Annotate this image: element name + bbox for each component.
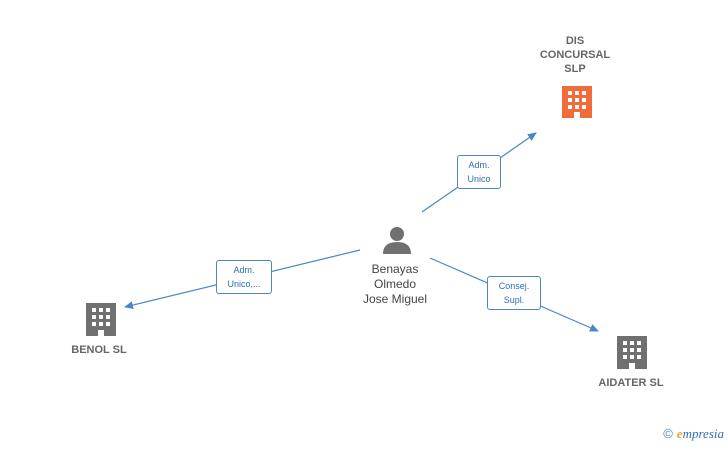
edge-aidater-line-1: Consej.	[498, 281, 530, 291]
edge-benol-line-2: Unico,...	[227, 279, 261, 289]
empresia-logo: ©empresia	[663, 426, 724, 442]
node-label-benol[interactable]: BENOL SL	[56, 343, 142, 357]
edge-label-to-aidater[interactable]: Consej. Supl.	[487, 276, 541, 310]
building-icon	[86, 303, 116, 336]
node-label-dis[interactable]: DIS CONCURSAL SLP	[522, 34, 628, 76]
edge-dis-line-2: Unico	[467, 174, 491, 184]
edge-dis-line-1: Adm.	[468, 160, 490, 170]
building-icon	[562, 86, 592, 118]
benol-line-1: BENOL SL	[71, 344, 127, 356]
person-line-1: Benayas	[371, 262, 419, 276]
edge-benol-line-1: Adm.	[233, 265, 255, 275]
brand-initial: e	[676, 426, 683, 441]
aidater-line-1: AIDATER SL	[598, 377, 664, 389]
person-line-2: Olmedo	[373, 277, 417, 291]
node-label-aidater[interactable]: AIDATER SL	[586, 376, 676, 390]
building-icon	[617, 336, 647, 369]
dis-line-2: CONCURSAL	[539, 49, 611, 61]
copyright-symbol: ©	[663, 426, 673, 441]
edge-label-to-benol[interactable]: Adm. Unico,...	[216, 260, 272, 294]
brand-name: mpresia	[682, 426, 724, 441]
dis-line-3: SLP	[564, 63, 586, 75]
dis-line-1: DIS	[565, 35, 585, 47]
edge-aidater-line-2: Supl.	[503, 295, 525, 305]
person-icon	[383, 227, 411, 254]
node-label-center-person[interactable]: Benayas Olmedo Jose Miguel	[345, 262, 445, 307]
person-line-3: Jose Miguel	[362, 292, 428, 306]
edge-label-to-dis[interactable]: Adm. Unico	[457, 155, 501, 189]
